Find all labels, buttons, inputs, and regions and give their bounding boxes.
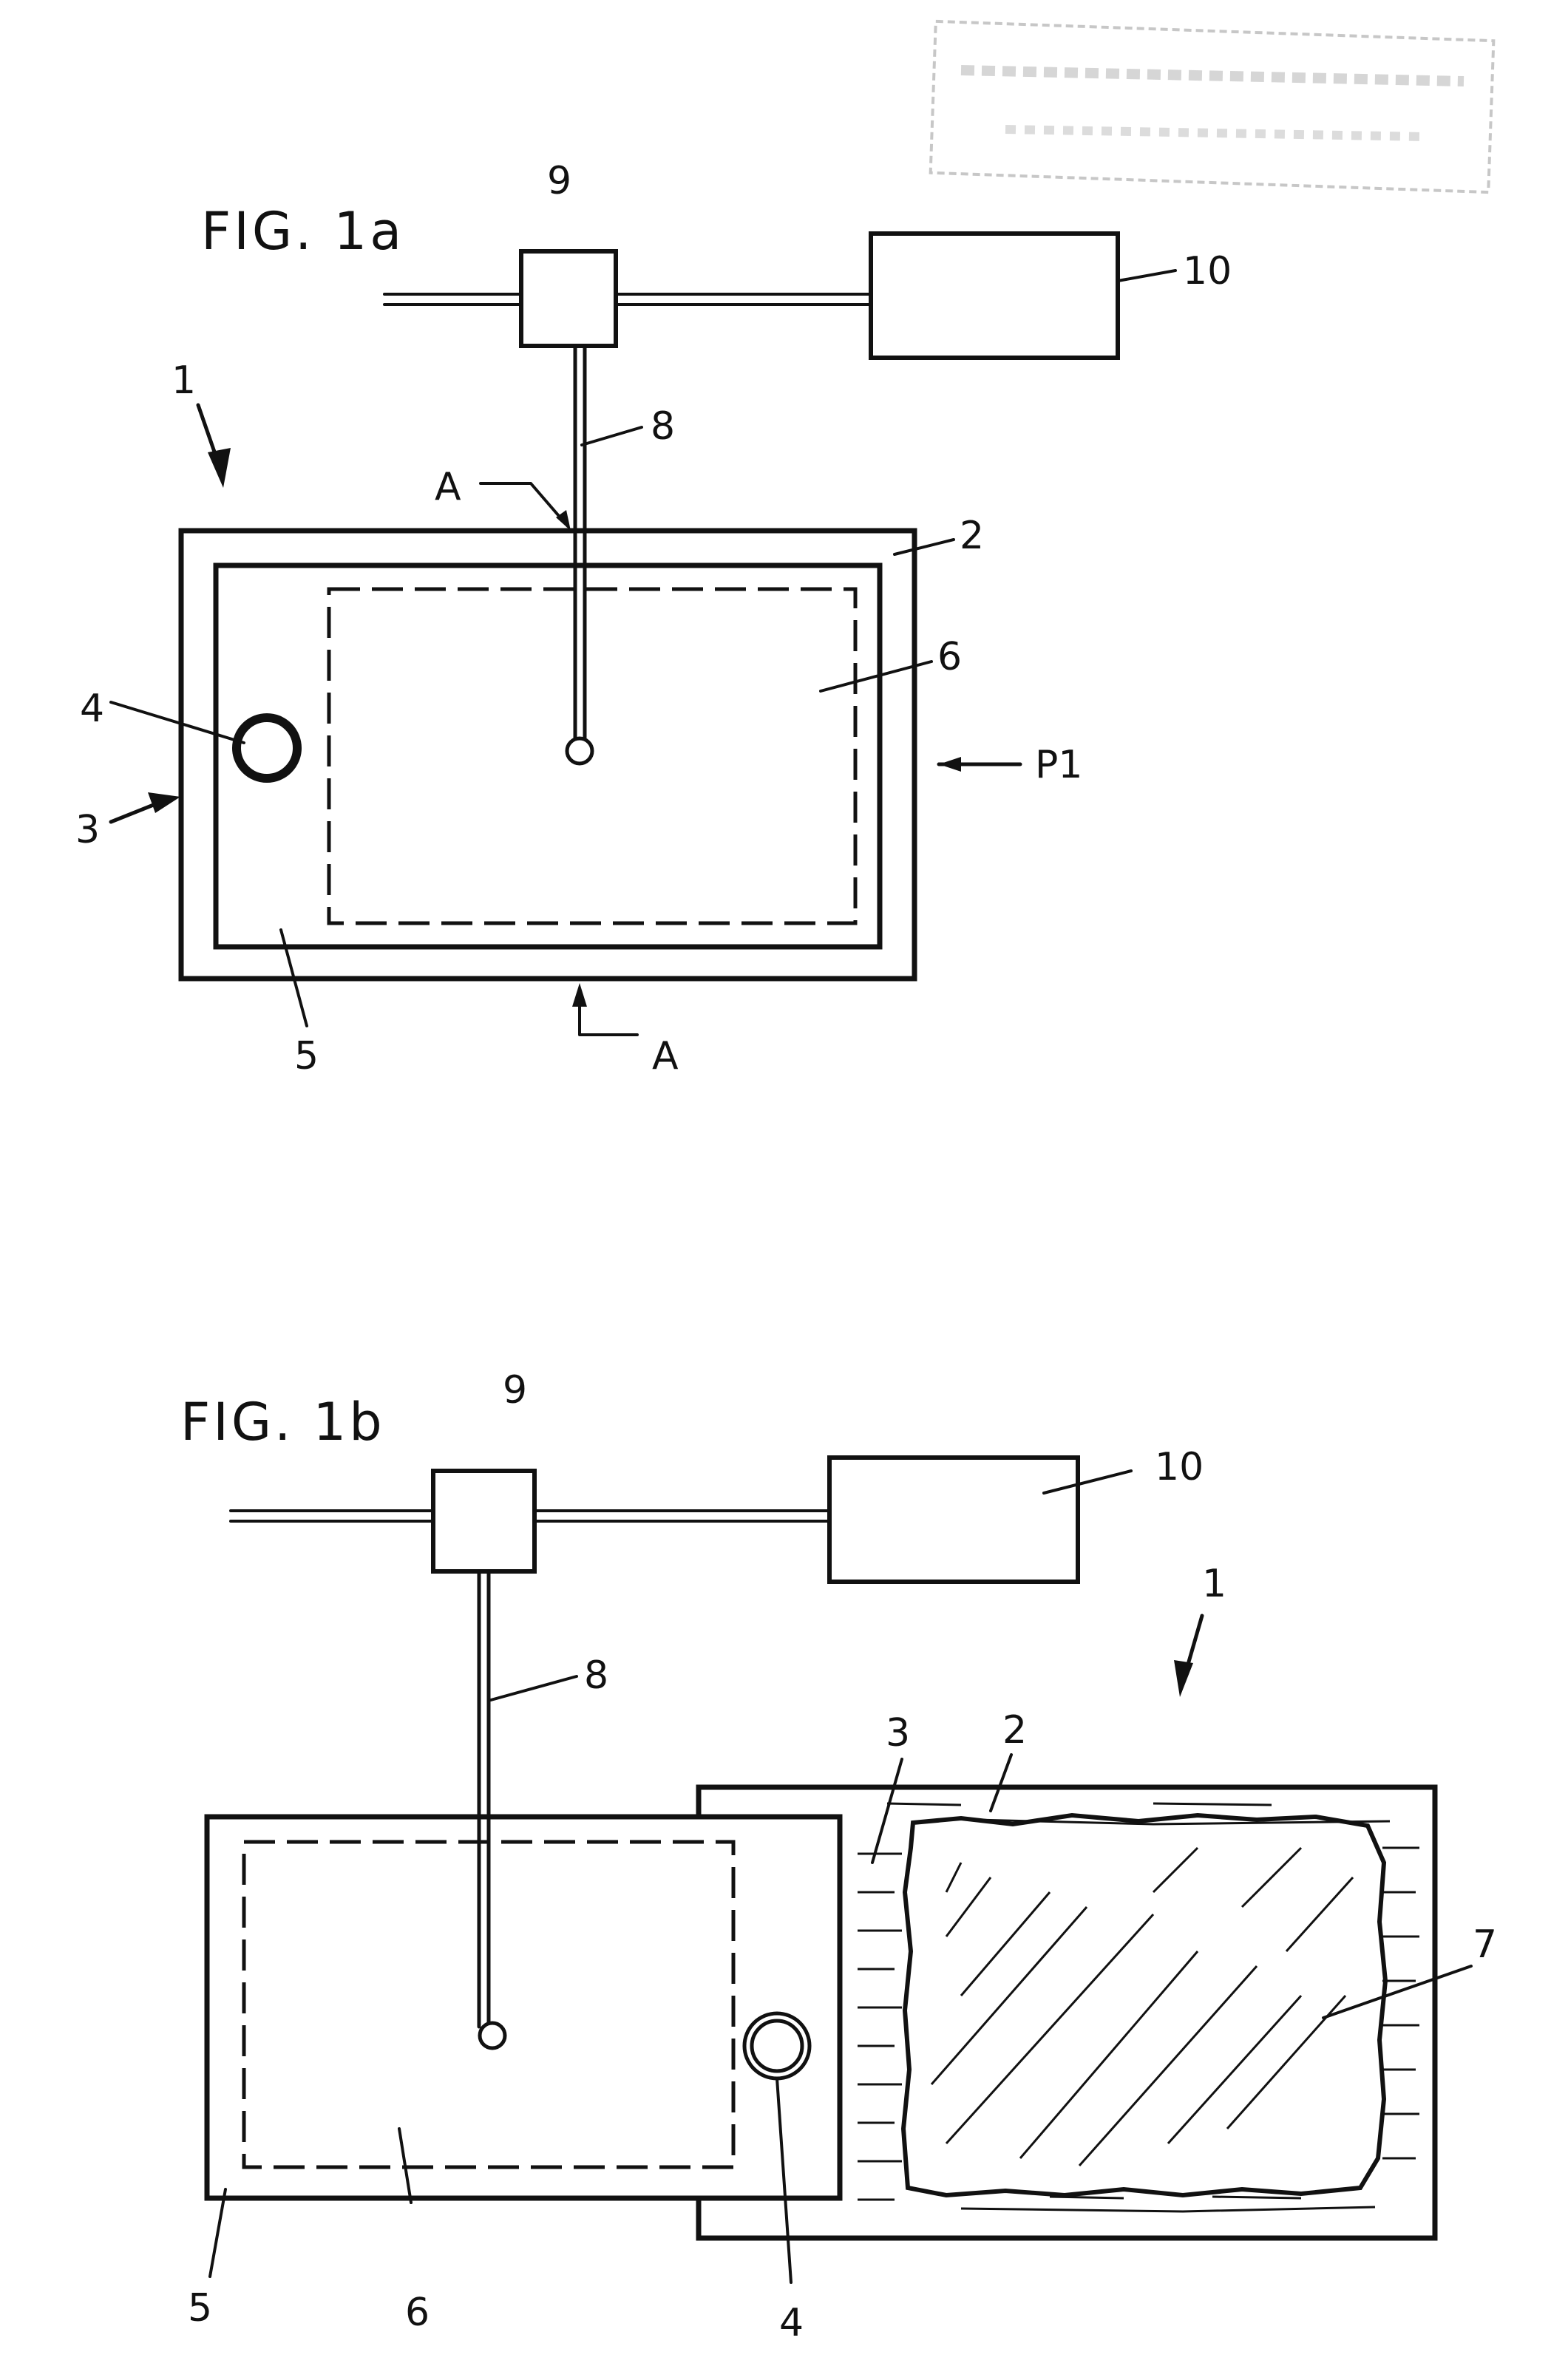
ref-2: 2 [1002, 1708, 1027, 1752]
ref-3: 3 [75, 808, 100, 852]
tube-8-end [567, 738, 592, 764]
ref-1: 1 [172, 358, 196, 403]
ref-6: 6 [405, 2291, 430, 2335]
section-a-top: A [435, 465, 461, 509]
object-7 [903, 1815, 1385, 2195]
figure-1a-title: FIG. 1a [201, 201, 404, 262]
ref-6: 6 [937, 635, 962, 679]
valve-9 [521, 251, 616, 346]
ref-4: 4 [80, 687, 104, 731]
tube-8-end [480, 2023, 505, 2048]
figure-1a: FIG. 1a [75, 159, 1232, 1078]
label-p1: P1 [1035, 743, 1082, 787]
ref-5: 5 [188, 2286, 212, 2330]
ref-10: 10 [1183, 249, 1232, 293]
pump-10 [871, 234, 1118, 358]
illegible-stamp [931, 21, 1494, 192]
ref-9: 9 [547, 159, 571, 203]
ref-8: 8 [584, 1653, 608, 1698]
section-a-bottom: A [652, 1034, 679, 1078]
figure-1b-title: FIG. 1b [180, 1392, 385, 1452]
figure-1b: FIG. 1b [180, 1368, 1497, 2345]
container-2 [181, 531, 914, 979]
pump-10 [829, 1458, 1078, 1582]
ref-1: 1 [1202, 1562, 1226, 1606]
ref-8: 8 [651, 404, 675, 449]
ref-2: 2 [960, 514, 984, 558]
ring-4 [237, 718, 297, 778]
ref-7: 7 [1473, 1922, 1497, 1967]
ref-3: 3 [886, 1711, 910, 1755]
ref-10: 10 [1155, 1445, 1204, 1489]
object-7-hatching [931, 1848, 1353, 2166]
valve-9 [433, 1471, 534, 1571]
ref-4: 4 [779, 2301, 804, 2345]
ref-5: 5 [294, 1034, 319, 1078]
bag-5 [216, 565, 880, 947]
bag-5 [207, 1817, 840, 2198]
ref-9: 9 [503, 1368, 527, 1412]
